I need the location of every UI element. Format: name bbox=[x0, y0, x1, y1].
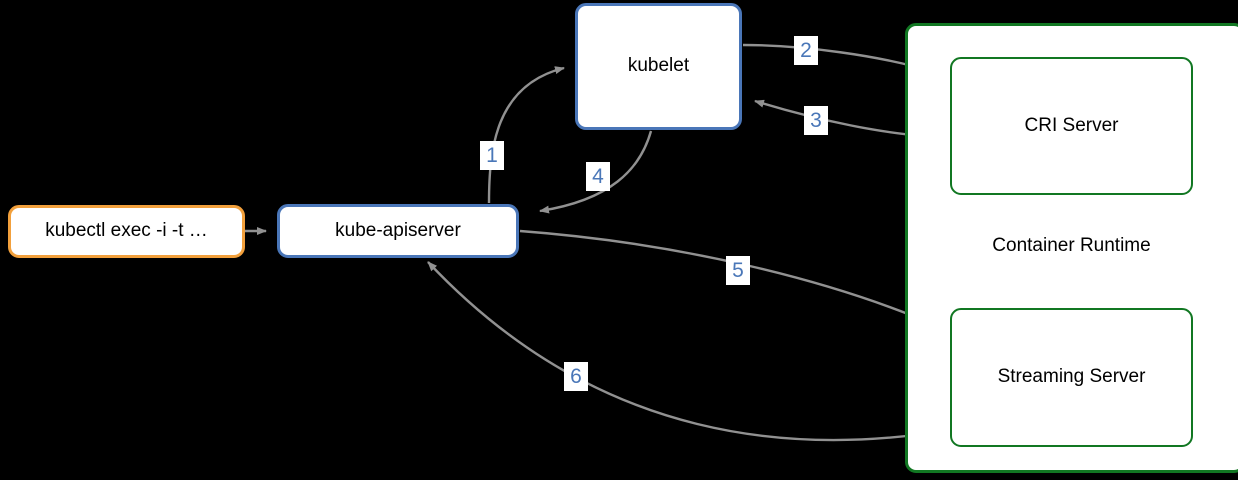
node-kubelet-label: kubelet bbox=[627, 55, 690, 77]
edge-label-6: 6 bbox=[564, 362, 588, 391]
node-apiserver-label: kube-apiserver bbox=[335, 219, 461, 241]
node-kubectl-exec[interactable]: kubectl exec -i -t … bbox=[8, 205, 245, 258]
edge-6-streaming-to-apiserver bbox=[427, 261, 951, 442]
edge-1-apiserver-to-kubelet bbox=[487, 66, 565, 204]
edge-4-kubelet-to-apiserver bbox=[539, 130, 653, 214]
edge-label-1: 1 bbox=[480, 141, 504, 170]
node-kube-apiserver[interactable]: kube-apiserver bbox=[277, 204, 519, 258]
node-cri-server[interactable]: CRI Server bbox=[950, 57, 1193, 195]
node-kubelet[interactable]: kubelet bbox=[575, 3, 742, 130]
edge-label-4: 4 bbox=[586, 162, 610, 191]
edge-label-5: 5 bbox=[726, 256, 750, 285]
edge-label-2: 2 bbox=[794, 36, 818, 65]
node-kubectl-label: kubectl exec -i -t … bbox=[45, 220, 208, 242]
node-cri-label: CRI Server bbox=[1024, 114, 1119, 136]
edge-label-3: 3 bbox=[804, 106, 828, 135]
node-streaming-label: Streaming Server bbox=[997, 366, 1146, 388]
container-runtime-caption: Container Runtime bbox=[992, 235, 1151, 256]
node-streaming-server[interactable]: Streaming Server bbox=[950, 308, 1193, 447]
